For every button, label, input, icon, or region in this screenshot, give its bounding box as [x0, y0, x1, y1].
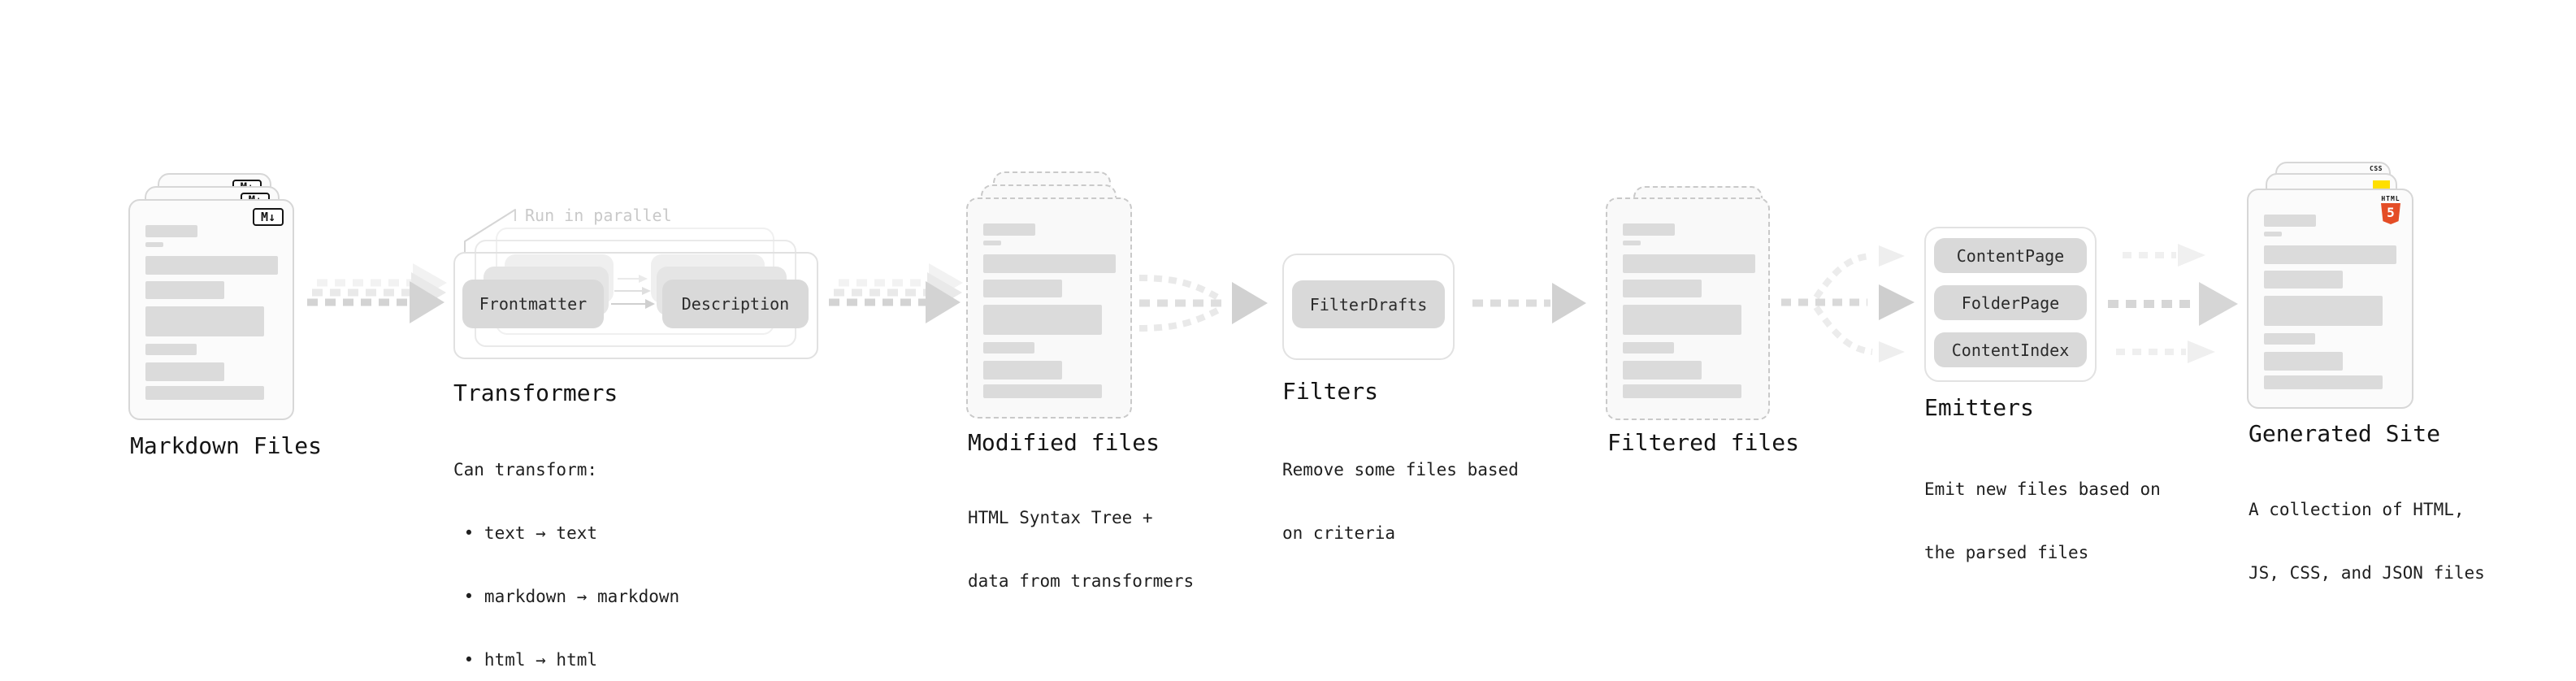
- content-line: [1623, 280, 1702, 297]
- description-line: Can transform:: [453, 460, 598, 479]
- chip-filterdrafts: FilterDrafts: [1292, 280, 1445, 328]
- run-in-parallel-annotation: Run in parallel: [525, 206, 672, 225]
- chip-contentpage: ContentPage: [1934, 238, 2087, 273]
- content-line: [2264, 232, 2282, 236]
- chip-folderpage: FolderPage: [1934, 285, 2087, 320]
- arrow-markdown-to-transformers: [307, 263, 447, 323]
- stage-description-emitters: Emit new files based on the parsed files: [1924, 436, 2161, 605]
- description-line: HTML Syntax Tree +: [968, 508, 1153, 527]
- content-line: [983, 223, 1035, 236]
- content-line: [983, 280, 1062, 297]
- document-card-filtered: [1606, 197, 1770, 420]
- document-card-modified: [966, 197, 1132, 419]
- arrow-filters-to-filtered: [1472, 283, 1586, 323]
- stage-label-transformers: Transformers: [453, 380, 618, 406]
- description-line: A collection of HTML,: [2249, 500, 2465, 519]
- arrow-transformers-to-modified: [829, 263, 963, 323]
- description-line: data from transformers: [968, 571, 1195, 591]
- description-line: • markdown → markdown: [453, 587, 680, 606]
- stage-description-generated: A collection of HTML, JS, CSS, and JSON …: [2249, 457, 2485, 626]
- document-card-generated: HTML 5: [2247, 189, 2413, 409]
- content-line: [1623, 241, 1641, 245]
- js-icon: [2373, 180, 2390, 189]
- chip-contentindex: ContentIndex: [1934, 332, 2087, 367]
- content-line: [145, 256, 278, 275]
- content-line: [2264, 245, 2396, 264]
- content-line: [983, 305, 1102, 335]
- content-line: [145, 225, 197, 237]
- arrow-modified-to-filters: [1138, 275, 1268, 332]
- content-line: [983, 384, 1102, 398]
- content-line: [1623, 254, 1755, 273]
- document-card-markdown: M↓: [128, 199, 294, 420]
- content-line: [983, 342, 1034, 354]
- description-line: on criteria: [1282, 523, 1396, 543]
- stage-description-modified: HTML Syntax Tree + data from transformer…: [968, 465, 1194, 634]
- stage-label-modified-files: Modified files: [968, 429, 1160, 456]
- html5-icon-shield: 5: [2381, 203, 2400, 224]
- stage-label-markdown-files: Markdown Files: [130, 432, 323, 459]
- arrow-filtered-to-emitters: [1781, 245, 1915, 362]
- description-line: Emit new files based on: [1924, 479, 2161, 499]
- content-line: [2264, 352, 2343, 371]
- content-line: [145, 386, 264, 400]
- html5-icon: HTML 5: [2380, 195, 2401, 224]
- chip-frontmatter: Frontmatter: [462, 280, 604, 328]
- content-line: [145, 242, 163, 247]
- markdown-icon: M↓: [253, 208, 284, 226]
- document-content-lines: [1607, 199, 1768, 419]
- description-line: the parsed files: [1924, 543, 2089, 562]
- document-content-lines: [2249, 190, 2412, 407]
- content-line: [2264, 375, 2383, 389]
- content-line: [2264, 215, 2316, 227]
- content-line: [145, 306, 264, 336]
- stage-description-transformers: Can transform: • text → text • markdown …: [453, 417, 679, 681]
- description-line: JS, CSS, and JSON files: [2249, 563, 2485, 583]
- transformer-run-box: [453, 252, 818, 359]
- content-line: [983, 361, 1062, 380]
- html5-icon-label: HTML: [2381, 195, 2400, 202]
- content-line: [983, 254, 1116, 273]
- content-line: [1623, 223, 1675, 236]
- stage-description-filters: Remove some files based on criteria: [1282, 417, 1519, 586]
- document-content-lines: [130, 201, 293, 419]
- content-line: [145, 344, 197, 355]
- description-line: Remove some files based: [1282, 460, 1519, 479]
- content-line: [983, 241, 1001, 245]
- content-line: [1623, 361, 1702, 380]
- content-line: [1623, 384, 1741, 398]
- stage-label-generated-site: Generated Site: [2249, 420, 2441, 447]
- document-content-lines: [968, 199, 1130, 417]
- content-line: [1623, 342, 1674, 354]
- stage-label-filters: Filters: [1282, 378, 1379, 405]
- content-line: [2264, 333, 2315, 345]
- description-line: • text → text: [453, 523, 598, 543]
- description-line: • html → html: [453, 650, 598, 670]
- content-line: [145, 362, 224, 381]
- content-line: [2264, 271, 2343, 288]
- content-line: [2264, 296, 2383, 326]
- stage-label-filtered-files: Filtered files: [1607, 429, 1800, 456]
- content-line: [1623, 305, 1741, 335]
- stage-label-emitters: Emitters: [1924, 394, 2034, 421]
- arrow-emitters-to-generated: [2108, 244, 2238, 363]
- content-line: [145, 281, 224, 299]
- chip-description: Description: [662, 280, 809, 328]
